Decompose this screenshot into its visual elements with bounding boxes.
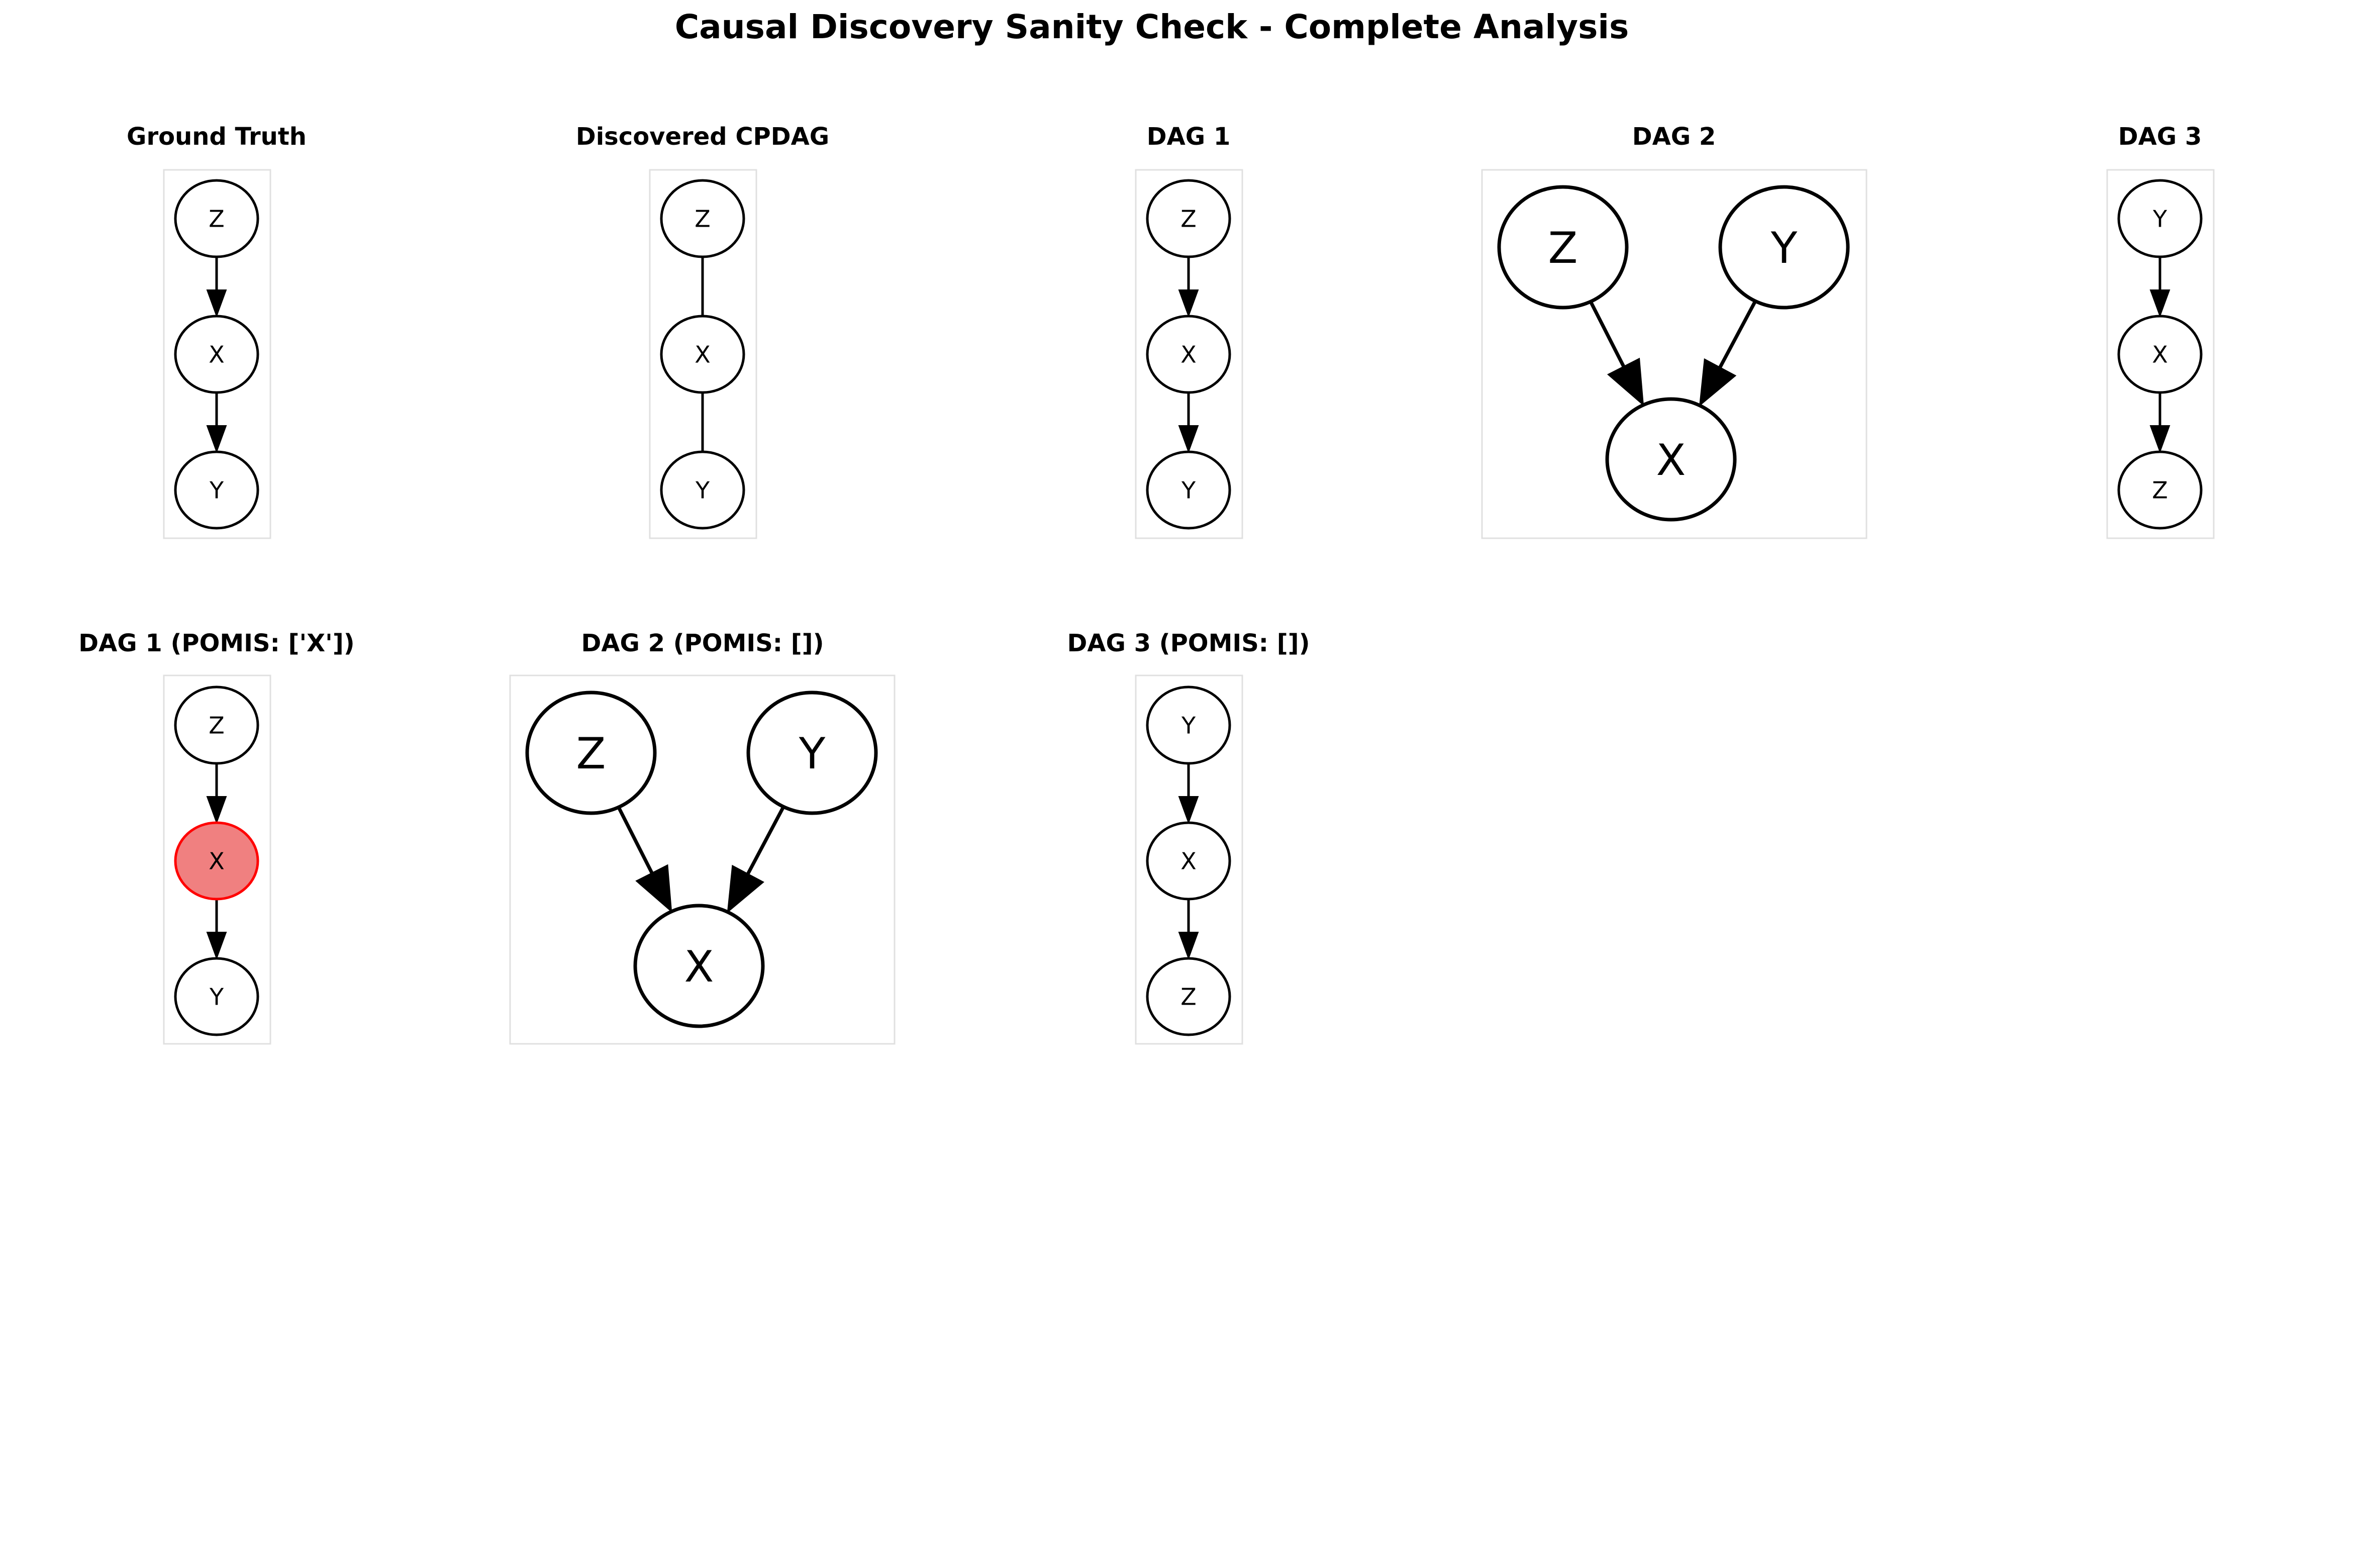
- node-label: Y: [799, 729, 826, 779]
- panel-frame: [2106, 169, 2215, 539]
- panel-title: DAG 2: [1632, 123, 1716, 151]
- panel-frame: [1481, 169, 1867, 539]
- panel-title: DAG 3: [2118, 123, 2202, 151]
- node-label: X: [1180, 848, 1197, 875]
- node-y: Y: [1146, 450, 1231, 530]
- node-label: Y: [1770, 223, 1798, 273]
- node-x: X: [2117, 315, 2203, 394]
- node-z: Z: [1146, 179, 1231, 258]
- panel-frame: [163, 674, 271, 1045]
- edge-z-x: [1589, 301, 1644, 407]
- panel-dag-2-pomis: DAG 2 (POMIS: []) Z Y X: [509, 629, 896, 1045]
- node-label: X: [2152, 341, 2168, 368]
- edge-x-z: [1178, 899, 1199, 960]
- node-z: Z: [174, 685, 259, 765]
- node-x: X: [660, 315, 745, 394]
- edge-y-x: [2149, 257, 2171, 318]
- node-label: Y: [209, 477, 224, 504]
- panel-title: DAG 3 (POMIS: []): [1067, 629, 1310, 657]
- node-y: Y: [174, 450, 259, 530]
- edge-z-x: [1178, 257, 1199, 318]
- node-z: Z: [660, 179, 745, 258]
- panel-title: DAG 1: [1147, 123, 1231, 151]
- node-label: Z: [1548, 223, 1578, 273]
- node-z: Z: [525, 691, 657, 815]
- node-label: X: [1180, 341, 1197, 368]
- node-x: X: [633, 904, 765, 1028]
- panel-frame: [1135, 674, 1243, 1045]
- panel-frame: [1135, 169, 1243, 539]
- node-y: Y: [174, 957, 259, 1036]
- edge-y-x: [1699, 300, 1757, 407]
- node-z: Z: [1497, 185, 1629, 310]
- node-z: Z: [174, 179, 259, 258]
- node-label: Y: [695, 477, 710, 504]
- node-x: X: [174, 315, 259, 394]
- node-label: X: [209, 848, 225, 875]
- node-label: Z: [695, 206, 711, 233]
- node-x: X: [1605, 397, 1737, 522]
- node-y: Y: [746, 691, 878, 815]
- panel-dag-3-pomis: DAG 3 (POMIS: []) Y X Z: [1067, 629, 1310, 1045]
- node-label: Z: [1180, 984, 1197, 1011]
- edge-y-x: [727, 806, 785, 914]
- panel-frame: [649, 169, 757, 539]
- node-label: Z: [209, 206, 225, 233]
- node-label: Y: [2152, 206, 2167, 233]
- node-label: Y: [209, 984, 224, 1011]
- node-x: X: [1146, 821, 1231, 901]
- node-y: Y: [2117, 179, 2203, 258]
- edge-x-y: [1178, 393, 1199, 453]
- panel-frame: [509, 674, 896, 1045]
- node-label: X: [209, 341, 225, 368]
- panel-dag-1-pomis: DAG 1 (POMIS: ['X']) Z X Y: [78, 629, 355, 1045]
- edge-z-x: [206, 257, 227, 318]
- node-x: X: [1146, 315, 1231, 394]
- edge-y-x: [1178, 763, 1199, 824]
- node-label: Z: [209, 712, 225, 739]
- edge-x-y: [206, 899, 227, 960]
- node-y: Y: [1718, 185, 1850, 310]
- node-y: Y: [1146, 685, 1231, 765]
- panel-title: Discovered CPDAG: [576, 123, 829, 151]
- panel-title: DAG 2 (POMIS: []): [581, 629, 824, 657]
- node-label: X: [695, 341, 711, 368]
- edge-z-x: [206, 763, 227, 824]
- panel-dag-1: DAG 1 Z X Y: [1135, 123, 1243, 539]
- panel-title: Ground Truth: [127, 123, 307, 151]
- node-label: X: [1656, 435, 1686, 485]
- figure-title: Causal Discovery Sanity Check - Complete…: [675, 8, 1629, 46]
- panel-frame: [163, 169, 271, 539]
- node-z: Z: [2117, 450, 2203, 530]
- edge-x-y: [206, 393, 227, 453]
- node-label: Z: [576, 729, 606, 779]
- node-x: X: [174, 821, 259, 901]
- node-z: Z: [1146, 957, 1231, 1036]
- node-label: Z: [2152, 477, 2168, 504]
- panel-title: DAG 1 (POMIS: ['X']): [78, 629, 354, 657]
- panel-dag-2: DAG 2 Z Y X: [1481, 123, 1867, 539]
- node-label: Y: [1181, 477, 1196, 504]
- node-label: Z: [1180, 206, 1197, 233]
- edge-z-x: [617, 806, 672, 913]
- edge-x-z: [2149, 393, 2171, 453]
- panel-discovered-cpdag: Discovered CPDAG Z X Y: [576, 123, 829, 539]
- node-label: Y: [1181, 712, 1196, 739]
- node-label: X: [684, 942, 714, 992]
- node-y: Y: [660, 450, 745, 530]
- panel-dag-3: DAG 3 Y X Z: [2106, 123, 2215, 539]
